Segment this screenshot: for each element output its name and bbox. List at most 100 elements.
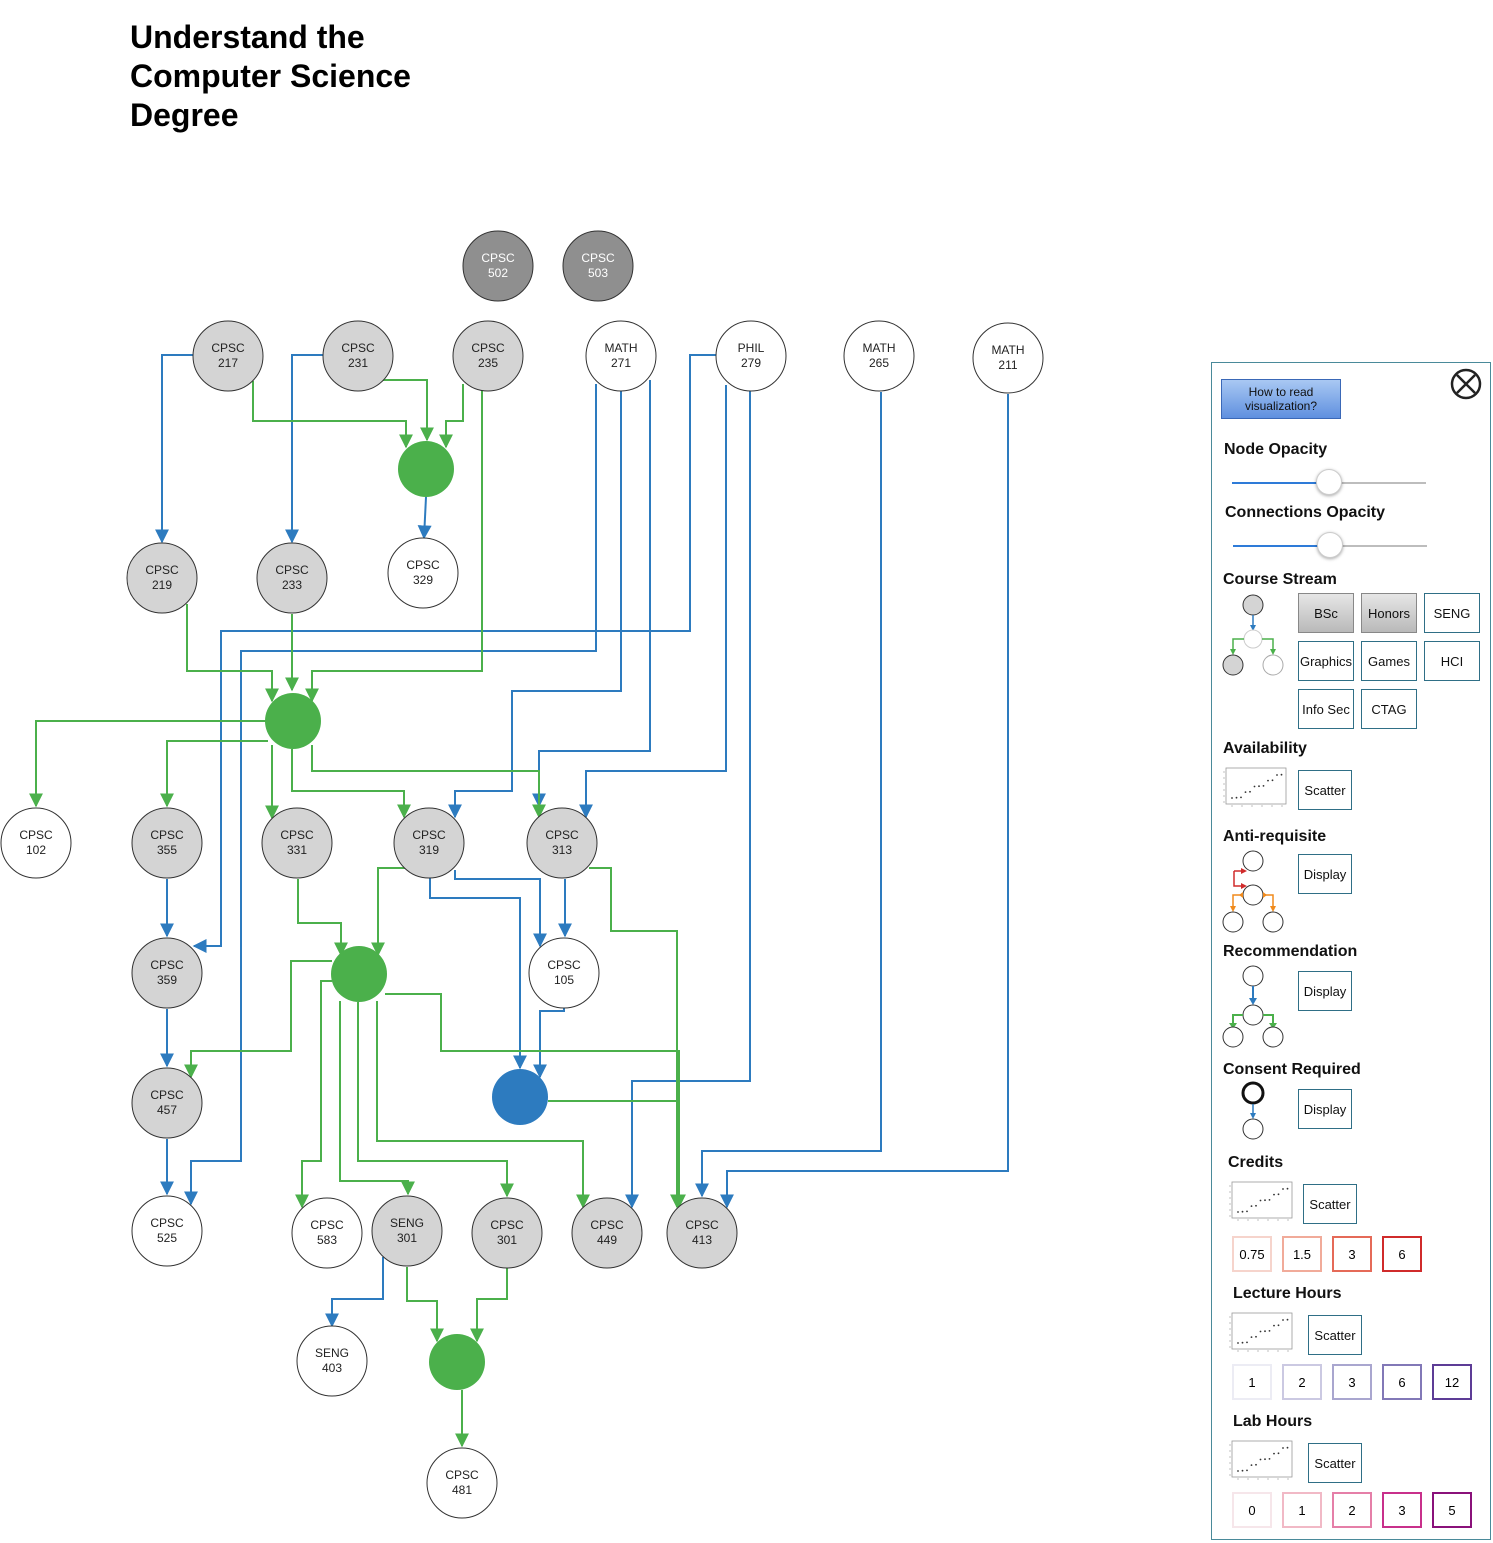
lab-hours-swatch[interactable]: 1 <box>1282 1492 1322 1528</box>
course-node-circle[interactable] <box>426 1447 498 1519</box>
stream-button-games[interactable]: Games <box>1361 641 1417 681</box>
course-node-circle[interactable] <box>131 807 203 879</box>
recommendation-display-button[interactable]: Display <box>1298 971 1352 1011</box>
course-node-circle[interactable] <box>371 1195 443 1267</box>
credits-scatter-button[interactable]: Scatter <box>1303 1184 1357 1224</box>
course-node-circle[interactable] <box>715 320 787 392</box>
course-node-circle[interactable] <box>452 320 524 392</box>
stream-button-bsc[interactable]: BSc <box>1298 593 1354 633</box>
course-node-circle[interactable] <box>126 542 198 614</box>
lab-hours-swatch[interactable]: 5 <box>1432 1492 1472 1528</box>
lab-hours-swatch[interactable]: 2 <box>1332 1492 1372 1528</box>
anti-requisite-display-button[interactable]: Display <box>1298 854 1352 894</box>
course-node-circle[interactable] <box>393 807 465 879</box>
course-node-circle[interactable] <box>462 230 534 302</box>
close-icon[interactable] <box>1450 368 1482 400</box>
course-node-label: CPSC <box>275 563 309 577</box>
credits-swatch[interactable]: 1.5 <box>1282 1236 1322 1272</box>
course-node-circle[interactable] <box>562 230 634 302</box>
edge-prereq <box>325 1257 384 1328</box>
course-node-circle[interactable] <box>131 1195 203 1267</box>
lab-hours-scatter-button[interactable]: Scatter <box>1308 1443 1362 1483</box>
course-node-circle[interactable] <box>296 1325 368 1397</box>
lecture-hours-swatch[interactable]: 2 <box>1282 1364 1322 1400</box>
node-opacity-slider[interactable] <box>1232 469 1426 495</box>
stream-button-honors[interactable]: Honors <box>1361 593 1417 633</box>
edge-prereq <box>192 354 717 953</box>
connections-opacity-slider[interactable] <box>1233 532 1427 558</box>
stream-button-info-sec[interactable]: Info Sec <box>1298 689 1354 729</box>
stream-button-graphics[interactable]: Graphics <box>1298 641 1354 681</box>
course-node-circle[interactable] <box>972 322 1044 394</box>
lecture-hours-swatch[interactable]: 3 <box>1332 1364 1372 1400</box>
lecture-hours-scatter-button[interactable]: Scatter <box>1308 1315 1362 1355</box>
course-node-circle[interactable] <box>471 1197 543 1269</box>
course-node-circle[interactable] <box>192 320 264 392</box>
credits-swatch[interactable]: 3 <box>1332 1236 1372 1272</box>
how-to-read-button[interactable]: How to read visualization? <box>1221 379 1341 419</box>
course-node-circle[interactable] <box>291 1197 363 1269</box>
course-node-circle[interactable] <box>261 807 333 879</box>
lecture-hours-swatch[interactable]: 1 <box>1232 1364 1272 1400</box>
course-node-circle[interactable] <box>131 1067 203 1139</box>
course-node-circle[interactable] <box>0 807 72 879</box>
course-node-circle[interactable] <box>571 1197 643 1269</box>
course-node-circle[interactable] <box>585 320 657 392</box>
edge-coreq <box>357 1002 514 1198</box>
availability-scatter-button[interactable]: Scatter <box>1298 770 1352 810</box>
slider-handle[interactable] <box>1316 469 1342 495</box>
course-node-circle[interactable] <box>322 320 394 392</box>
course-node-circle[interactable] <box>387 537 459 609</box>
stream-button-ctag[interactable]: CTAG <box>1361 689 1417 729</box>
stream-button-seng[interactable]: SENG <box>1424 593 1480 633</box>
credits-swatch[interactable]: 6 <box>1382 1236 1422 1272</box>
course-node-circle[interactable] <box>666 1197 738 1269</box>
lecture-hours-swatch[interactable]: 6 <box>1382 1364 1422 1400</box>
consent-required-display-button[interactable]: Display <box>1298 1089 1352 1129</box>
lab-hours-swatch[interactable]: 3 <box>1382 1492 1422 1528</box>
lecture-hours-label: Lecture Hours <box>1233 1285 1342 1302</box>
course-node-circle[interactable] <box>528 937 600 1009</box>
connections-opacity-label: Connections Opacity <box>1225 504 1386 521</box>
slider-handle[interactable] <box>1317 532 1343 558</box>
credits-swatch[interactable]: 0.75 <box>1232 1236 1272 1272</box>
course-node-circle[interactable] <box>526 807 598 879</box>
stream-button-hci[interactable]: HCI <box>1424 641 1480 681</box>
course-node-label: 319 <box>419 843 439 857</box>
course-node-label: MATH <box>991 343 1024 357</box>
course-node-circle[interactable] <box>256 542 328 614</box>
course-node-label: SENG <box>390 1216 424 1230</box>
lecture-hours-swatch[interactable]: 12 <box>1432 1364 1472 1400</box>
course-node-circle[interactable] <box>131 937 203 1009</box>
course-node-circle[interactable] <box>843 320 915 392</box>
lab-hours-swatch[interactable]: 0 <box>1232 1492 1272 1528</box>
